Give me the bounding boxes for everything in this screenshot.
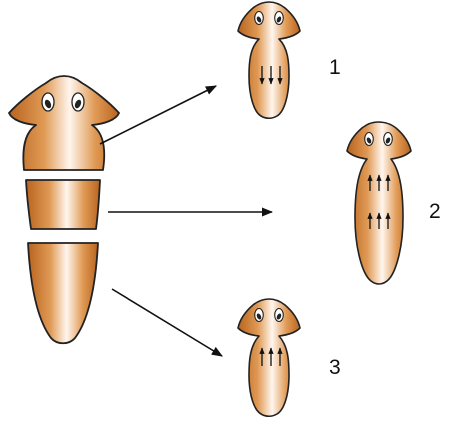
regenerant-2-body [347,122,411,284]
regenerant-3 [238,299,300,416]
head-fragment [9,76,119,170]
arrow-to-regenerant-3 [112,289,222,356]
label-regenerant-2: 2 [429,200,441,223]
regenerant-3-body [238,299,300,416]
label-regenerant-3: 3 [329,356,341,379]
label-regenerant-1: 1 [329,56,341,79]
trunk-fragment [26,180,100,229]
regenerant-2 [347,122,411,284]
regenerant-1 [238,2,300,118]
original-planarian [9,76,119,343]
regenerant-1-body [238,2,300,118]
tail-fragment [28,243,98,343]
